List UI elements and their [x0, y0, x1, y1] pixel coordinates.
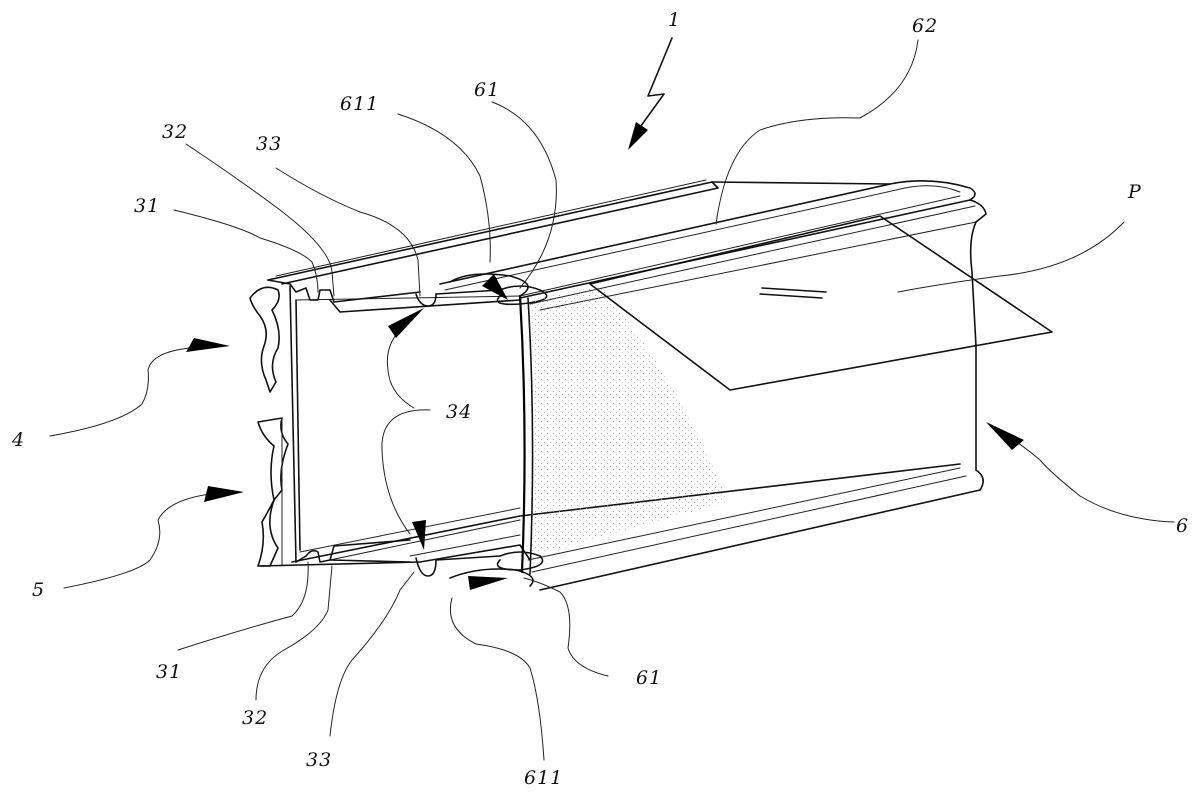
label-34: 34	[446, 401, 472, 423]
label-611-bottom: 611	[524, 767, 563, 789]
label-611-top: 611	[340, 93, 379, 115]
label-poster: P	[1127, 181, 1142, 203]
label-33-bottom: 33	[306, 749, 332, 771]
label-61-top: 61	[474, 79, 500, 101]
label-part-4: 4	[11, 429, 25, 451]
assembly-arrow	[628, 37, 673, 150]
arrowheads	[186, 274, 1024, 590]
label-assembly: 1	[668, 9, 681, 31]
window-stipple	[530, 286, 728, 556]
label-part-5: 5	[32, 579, 45, 601]
leader-lines	[49, 39, 1175, 761]
label-part-6: 6	[1176, 515, 1189, 537]
label-62: 62	[912, 15, 938, 37]
label-31-bottom: 31	[156, 661, 182, 683]
reference-labels: 1 62 611 61 32 33 31 P 34 4 5 6 31 61 32…	[11, 9, 1189, 789]
label-33-top: 33	[256, 133, 282, 155]
poster-sheet	[589, 215, 1053, 391]
label-61-bottom: 61	[636, 667, 662, 689]
label-31-top: 31	[134, 195, 160, 217]
label-32-bottom: 32	[242, 707, 268, 729]
label-32-top: 32	[162, 121, 188, 143]
